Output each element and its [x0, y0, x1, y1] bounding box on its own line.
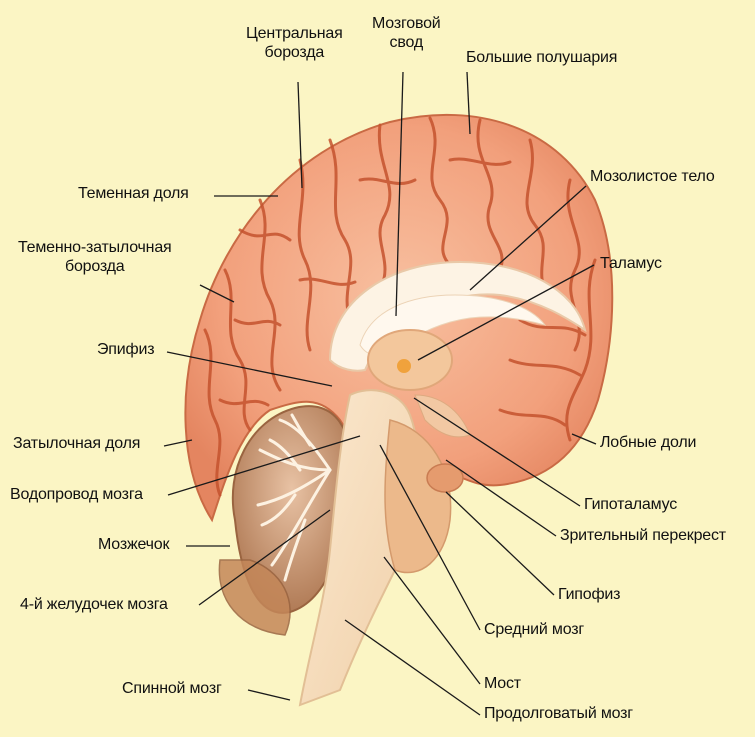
label-occipital-lobe: Затылочная доля	[13, 434, 140, 453]
label-optic-chiasm: Зрительный перекрест	[560, 526, 726, 545]
label-fornix: Мозговой свод	[372, 14, 441, 52]
label-parietal-lobe: Теменная доля	[78, 184, 189, 203]
label-pineal: Эпифиз	[97, 340, 154, 359]
label-pons: Мост	[484, 674, 521, 693]
label-hypothalamus: Гипоталамус	[584, 495, 677, 514]
label-midbrain: Средний мозг	[484, 620, 584, 639]
label-frontal-lobes: Лобные доли	[600, 433, 696, 452]
label-cerebellum: Мозжечок	[98, 535, 169, 554]
label-thalamus: Таламус	[600, 254, 662, 273]
label-medulla: Продолговатый мозг	[484, 704, 633, 723]
label-parieto-occipital-sulcus: Теменно-затылочная борозда	[18, 238, 171, 276]
label-central-sulcus: Центральная борозда	[246, 24, 343, 62]
label-pituitary: Гипофиз	[558, 585, 620, 604]
thalamus-shape	[368, 330, 452, 390]
label-hemispheres: Большие полушария	[466, 48, 617, 67]
label-fourth-ventricle: 4-й желудочек мозга	[20, 595, 168, 614]
label-spinal-cord: Спинной мозг	[122, 679, 222, 698]
label-aqueduct: Водопровод мозга	[10, 485, 143, 504]
label-corpus-callosum: Мозолистое тело	[590, 167, 715, 186]
